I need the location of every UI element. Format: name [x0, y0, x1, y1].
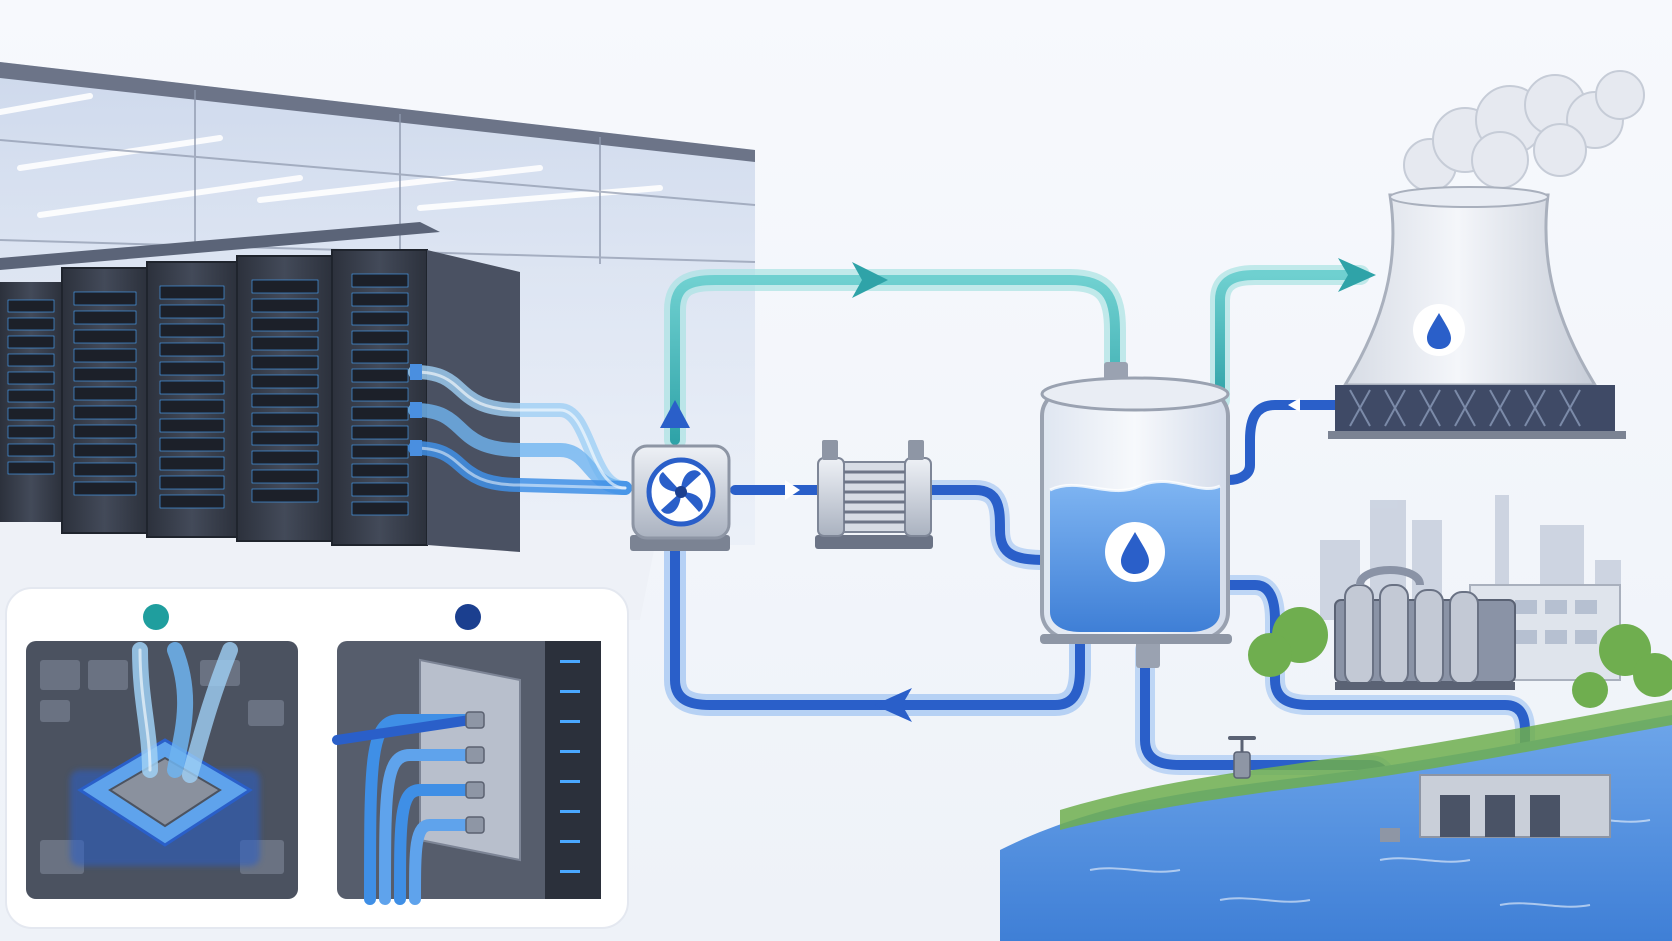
exchanger-core [843, 461, 906, 533]
storage-tank [1040, 362, 1232, 668]
trees [1248, 607, 1672, 708]
arrow-icon [874, 688, 912, 722]
fan-hub [675, 486, 687, 498]
chip-inset-marker [143, 604, 169, 630]
rack-leds [560, 660, 580, 873]
exchanger-to-tank-pipe [920, 485, 1050, 565]
server-units [7, 273, 409, 516]
roof-beam [0, 62, 755, 162]
rack-manifold-inset [332, 641, 601, 905]
data-center-hall [0, 62, 756, 620]
rack-strip [545, 641, 601, 899]
water-surface [1049, 480, 1221, 493]
tower-foundation [1328, 431, 1626, 439]
tower-louver-base [1335, 385, 1615, 431]
arrow-icon [660, 400, 690, 428]
exchanger-base [815, 535, 933, 549]
arrow-icon [852, 262, 888, 298]
exchanger-end-cap [904, 457, 932, 537]
manifold-fittings [465, 711, 485, 834]
cable-tray [0, 222, 440, 270]
water-drop-icon [1121, 532, 1149, 574]
circulation-pump [630, 444, 731, 551]
cold-plate-tubes [132, 642, 238, 783]
tank-lid [1040, 376, 1230, 412]
heat-exchanger [815, 440, 933, 549]
exchanger-fins [844, 470, 905, 524]
tank-to-river-pipe [1223, 580, 1530, 775]
server-racks [0, 249, 520, 552]
steam-plume [1403, 70, 1645, 192]
water-drop-icon [1427, 313, 1451, 349]
hot-return-pipe [670, 275, 1120, 445]
exchanger-port [908, 440, 924, 460]
fan-blades [659, 470, 703, 514]
outfall-structure [1419, 774, 1611, 838]
chiller-unit [1334, 566, 1516, 690]
manifold-inset-marker [455, 604, 481, 630]
chip-cold-plate-inset [26, 641, 298, 899]
tank-inlet [1104, 362, 1128, 380]
exchanger-end-cap [817, 457, 845, 537]
flow-arrows [660, 258, 1376, 722]
tower-louvers [1349, 389, 1581, 427]
rack-coolant-hoses [408, 364, 632, 495]
arrow-icon [1288, 398, 1300, 412]
river [1000, 715, 1672, 941]
tower-return-pipe [1223, 400, 1345, 485]
detail-inset-panel [5, 587, 629, 929]
riverbank [1060, 700, 1672, 830]
tower-rim [1389, 186, 1549, 208]
arrow-icon [1338, 258, 1376, 292]
exchanger-port [822, 440, 838, 460]
tank-outlet [1136, 640, 1160, 668]
arrow-icon [785, 480, 800, 500]
manifold-hoses [332, 714, 476, 905]
cooling-tower [1328, 70, 1645, 439]
tank-base-ring [1040, 634, 1232, 644]
tank-to-tower-pipe [1215, 270, 1365, 405]
river-outlet [1380, 828, 1400, 842]
drain-valve [1228, 736, 1256, 779]
